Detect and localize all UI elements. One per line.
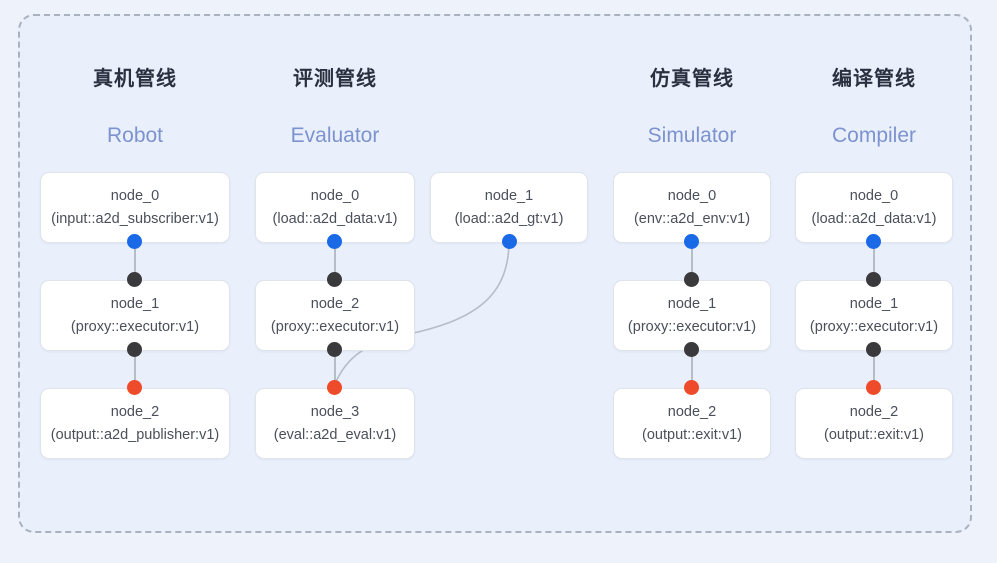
port-dot-input-compiler-node-2[interactable]	[866, 380, 881, 395]
node-box-compiler-node-2[interactable]: node_2 (output::exit:v1)	[795, 388, 953, 459]
pipeline-column-evaluator: 评测管线 Evaluator node_0 (load::a2d_data:v1…	[255, 0, 588, 563]
node-id: node_2	[849, 404, 899, 420]
port-dot-input-robot-node-2[interactable]	[127, 380, 142, 395]
node-type: (load::a2d_data:v1)	[811, 211, 937, 227]
port-dot-output-simulator-node-0[interactable]	[684, 234, 699, 249]
edge-robot-1-2	[134, 349, 136, 389]
edge-compiler-1-2	[873, 349, 875, 389]
column-title-cn-evaluator: 评测管线	[293, 68, 377, 90]
node-id: node_2	[667, 404, 717, 420]
pipeline-column-compiler: 编译管线 Compiler node_0 (load::a2d_data:v1)…	[795, 0, 953, 563]
node-id: node_3	[310, 404, 360, 420]
node-box-compiler-node-1[interactable]: node_1 (proxy::executor:v1)	[795, 280, 953, 351]
column-title-en-simulator: Simulator	[647, 124, 737, 147]
port-dot-output-evaluator-node-0[interactable]	[327, 234, 342, 249]
node-type: (load::a2d_data:v1)	[272, 211, 398, 227]
edge-simulator-1-2	[691, 349, 693, 389]
port-dot-input-evaluator-node-2[interactable]	[327, 272, 342, 287]
pipeline-column-robot: 真机管线 Robot node_0 (input::a2d_subscriber…	[40, 0, 230, 563]
node-box-evaluator-node-0[interactable]: node_0 (load::a2d_data:v1)	[255, 172, 415, 243]
node-id: node_0	[667, 188, 717, 204]
node-type: (proxy::executor:v1)	[627, 319, 757, 335]
column-title-en-compiler: Compiler	[831, 124, 917, 147]
port-dot-output-robot-node-0[interactable]	[127, 234, 142, 249]
node-id: node_2	[310, 296, 360, 312]
node-box-simulator-node-1[interactable]: node_1 (proxy::executor:v1)	[613, 280, 771, 351]
node-id: node_0	[110, 188, 160, 204]
node-box-evaluator-node-3[interactable]: node_3 (eval::a2d_eval:v1)	[255, 388, 415, 459]
port-dot-output-simulator-node-1[interactable]	[684, 342, 699, 357]
port-dot-output-evaluator-node-1[interactable]	[502, 234, 517, 249]
node-type: (load::a2d_gt:v1)	[454, 211, 564, 227]
column-title-cn-robot: 真机管线	[93, 68, 177, 90]
node-id: node_0	[849, 188, 899, 204]
node-type: (input::a2d_subscriber:v1)	[51, 211, 219, 227]
node-id: node_1	[667, 296, 717, 312]
node-type: (output::a2d_publisher:v1)	[50, 427, 220, 443]
node-box-compiler-node-0[interactable]: node_0 (load::a2d_data:v1)	[795, 172, 953, 243]
port-dot-input-simulator-node-2[interactable]	[684, 380, 699, 395]
port-dot-input-compiler-node-1[interactable]	[866, 272, 881, 287]
node-id: node_0	[310, 188, 360, 204]
column-title-cn-simulator: 仿真管线	[650, 68, 734, 90]
edge-simulator-0-1	[691, 241, 693, 281]
node-type: (output::exit:v1)	[642, 427, 742, 443]
column-title-en-evaluator: Evaluator	[290, 124, 380, 147]
node-box-robot-node-1[interactable]: node_1 (proxy::executor:v1)	[40, 280, 230, 351]
port-dot-output-compiler-node-0[interactable]	[866, 234, 881, 249]
port-dot-input-robot-node-1[interactable]	[127, 272, 142, 287]
node-type: (proxy::executor:v1)	[809, 319, 939, 335]
node-box-evaluator-node-1[interactable]: node_1 (load::a2d_gt:v1)	[430, 172, 588, 243]
node-box-evaluator-node-2[interactable]: node_2 (proxy::executor:v1)	[255, 280, 415, 351]
node-box-robot-node-0[interactable]: node_0 (input::a2d_subscriber:v1)	[40, 172, 230, 243]
node-id: node_2	[110, 404, 160, 420]
edge-compiler-0-1	[873, 241, 875, 281]
column-title-cn-compiler: 编译管线	[832, 68, 916, 90]
port-dot-input-evaluator-node-3[interactable]	[327, 380, 342, 395]
port-dot-output-compiler-node-1[interactable]	[866, 342, 881, 357]
node-type: (proxy::executor:v1)	[70, 319, 200, 335]
node-box-simulator-node-0[interactable]: node_0 (env::a2d_env:v1)	[613, 172, 771, 243]
node-type: (env::a2d_env:v1)	[633, 211, 751, 227]
node-box-robot-node-2[interactable]: node_2 (output::a2d_publisher:v1)	[40, 388, 230, 459]
node-box-simulator-node-2[interactable]: node_2 (output::exit:v1)	[613, 388, 771, 459]
node-type: (output::exit:v1)	[824, 427, 924, 443]
node-type: (proxy::executor:v1)	[270, 319, 400, 335]
port-dot-input-simulator-node-1[interactable]	[684, 272, 699, 287]
node-id: node_1	[484, 188, 534, 204]
column-title-en-robot: Robot	[106, 124, 164, 147]
port-dot-output-evaluator-node-2[interactable]	[327, 342, 342, 357]
edge-robot-0-1	[134, 241, 136, 281]
pipeline-column-simulator: 仿真管线 Simulator node_0 (env::a2d_env:v1) …	[613, 0, 771, 563]
node-id: node_1	[110, 296, 160, 312]
node-type: (eval::a2d_eval:v1)	[273, 427, 397, 443]
port-dot-output-robot-node-1[interactable]	[127, 342, 142, 357]
node-id: node_1	[849, 296, 899, 312]
